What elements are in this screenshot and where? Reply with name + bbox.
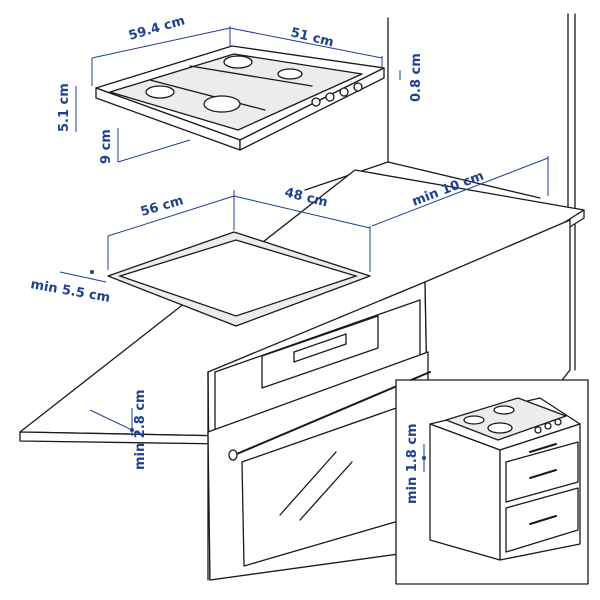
inset-gap-label: min 1.8 cm	[405, 423, 420, 504]
hob-depth-label: 51 cm	[289, 25, 335, 50]
hob-glass-label: 0.8 cm	[409, 53, 424, 102]
gas-hob	[95, 45, 385, 151]
hob-height-label: 5.1 cm	[57, 83, 72, 132]
oven	[207, 299, 431, 581]
front-gap-label: min 5.5 cm	[29, 277, 111, 306]
dimension-lines	[59, 26, 549, 436]
inset-detail	[395, 379, 589, 585]
cutout-opening	[107, 231, 371, 327]
oven-gap-label: min 2.8 cm	[133, 389, 148, 470]
cutout-width-label: 56 cm	[139, 193, 185, 220]
hob-below-label: 9 cm	[99, 129, 114, 164]
